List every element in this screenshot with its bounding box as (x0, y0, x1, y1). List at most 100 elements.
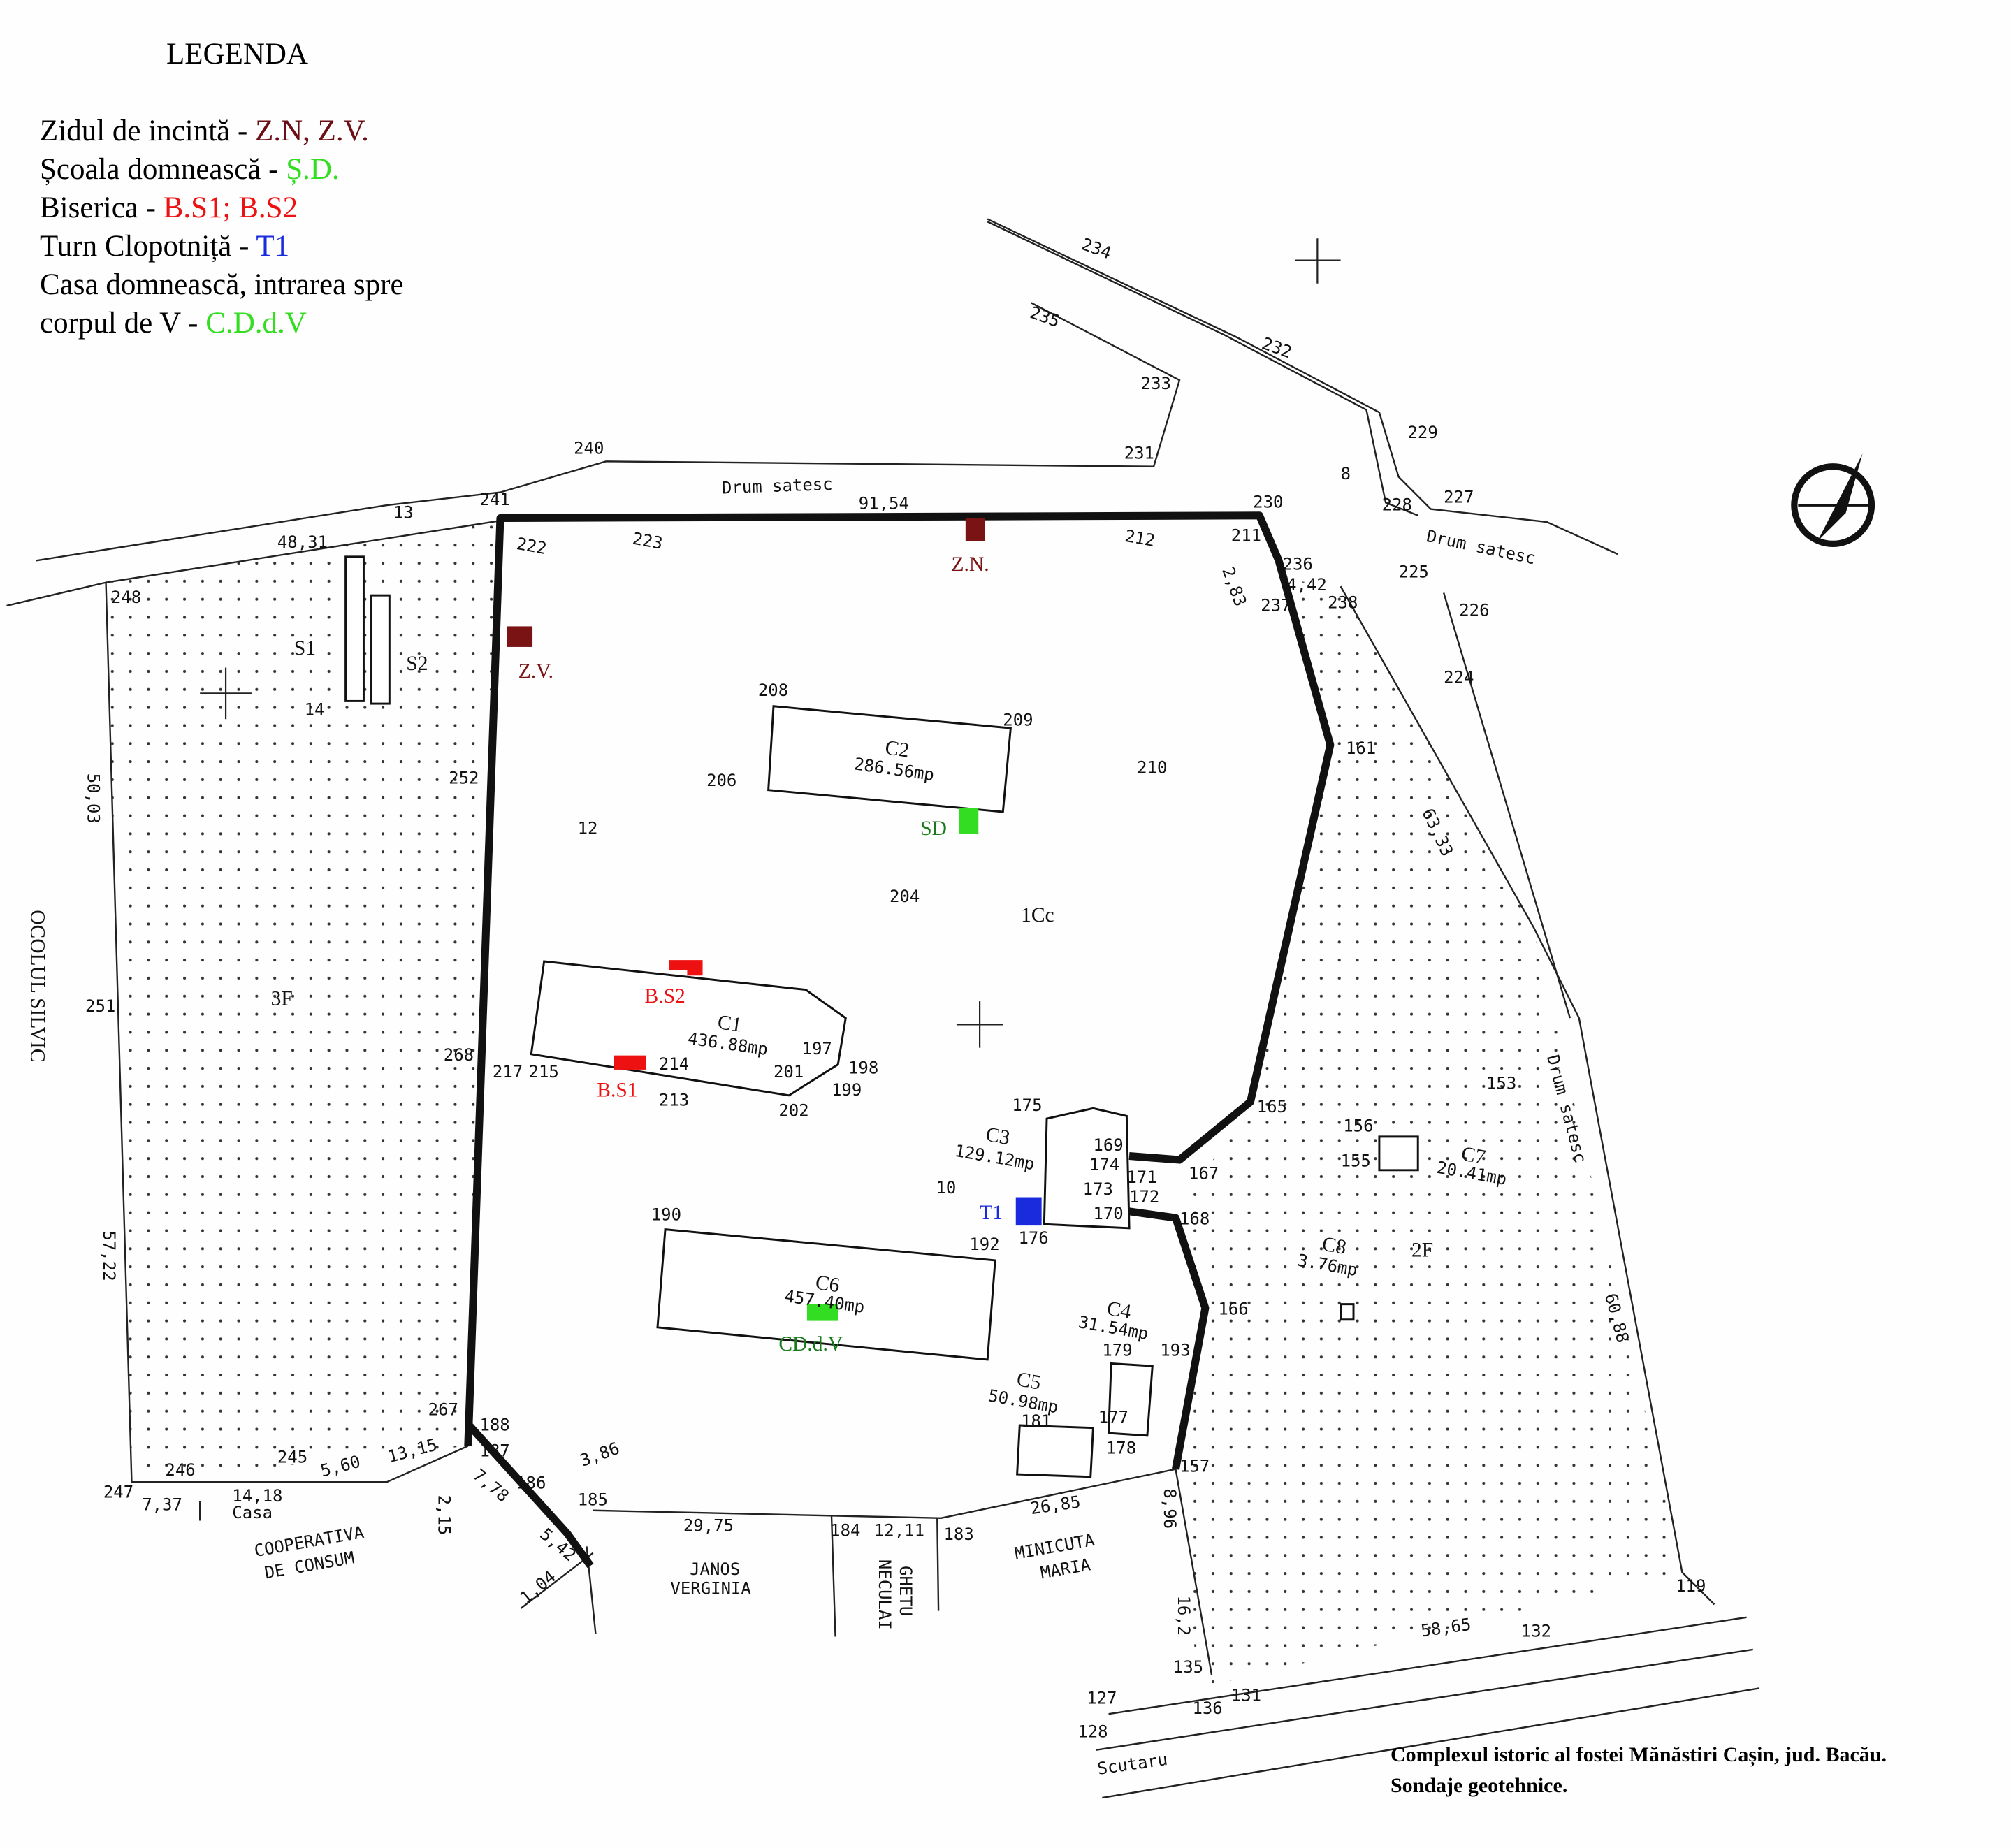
point-label: 252 (449, 768, 479, 787)
point-label: 184 (830, 1521, 860, 1541)
point-label: 10 (936, 1178, 956, 1198)
building-s2 (370, 594, 391, 705)
point-label: 268 (444, 1045, 474, 1065)
point-label: 132 (1521, 1622, 1551, 1641)
ghetu-label: GHETU (896, 1566, 915, 1616)
c5-label: C5 (1015, 1368, 1043, 1394)
legend-code: Z.N, Z.V. (255, 115, 369, 147)
point-label: 198 (848, 1058, 878, 1077)
dimension-label: 2,83 (1218, 565, 1250, 609)
point-label: 131 (1231, 1686, 1261, 1705)
point-label: 197 (802, 1039, 832, 1058)
c4-label: C4 (1105, 1297, 1133, 1324)
marker-bs1-label: B.S1 (597, 1079, 637, 1102)
point-label: 179 (1102, 1340, 1132, 1360)
dimension-label: 91,54 (859, 494, 909, 514)
legend-code: Ș.D. (286, 153, 340, 186)
building-c3 (1043, 1107, 1131, 1230)
point-label: 214 (659, 1054, 689, 1074)
point-label: 223 (631, 529, 665, 553)
legend-item-church: Biserica - B.S1; B.S2 (40, 189, 404, 227)
point-label: 185 (578, 1490, 608, 1509)
point-label: 193 (1160, 1340, 1190, 1360)
dimension-label: 12,11 (874, 1521, 924, 1541)
marker-zv-label: Z.V. (518, 660, 553, 683)
ocolul-silvic-label: OCOLUL SILVIC (27, 910, 49, 1062)
casa-label: Casa (232, 1503, 273, 1522)
dimension-label: 8,96 (1160, 1488, 1179, 1529)
zone-2f-area (1175, 580, 1683, 1689)
point-label: 238 (1328, 593, 1358, 613)
zone-3f-area (106, 521, 500, 1483)
point-label: 204 (890, 887, 920, 906)
point-label: 237 (1261, 595, 1291, 615)
point-label: 227 (1444, 487, 1474, 507)
marker-cddv-label: CD.d.V (778, 1333, 843, 1355)
point-label: 190 (651, 1205, 681, 1225)
point-label: 127 (1087, 1688, 1117, 1708)
marker-t1-label: T1 (980, 1202, 1003, 1224)
legend: LEGENDA Zidul de incintă - Z.N, Z.V. Șco… (40, 35, 404, 342)
legend-item-house: Casa domnească, intrarea spre (40, 265, 404, 304)
caption-line-2: Sondaje geotehnice. (1391, 1774, 1568, 1797)
s1-label: S1 (294, 637, 316, 660)
point-label: 12 (578, 818, 598, 838)
grid-crosses (200, 238, 1341, 1048)
point-label: 183 (943, 1525, 973, 1544)
point-label: 202 (778, 1100, 808, 1120)
point-label: 208 (758, 681, 788, 700)
building-s1 (344, 555, 365, 702)
verginia-label: VERGINIA (670, 1579, 750, 1599)
c8-label: C8 (1321, 1233, 1348, 1259)
dimension-label: 7,37 (142, 1495, 182, 1515)
legend-text: Școala domnească - (40, 153, 286, 186)
building-c4 (1108, 1362, 1154, 1437)
marker-zn[interactable] (965, 518, 985, 541)
marker-zn-label: Z.N. (952, 553, 989, 576)
point-label: 251 (85, 996, 115, 1016)
dimension-label: 29,75 (683, 1515, 734, 1535)
point-label: 172 (1129, 1187, 1159, 1207)
marker-sd[interactable] (959, 808, 979, 834)
point-label: 136 (1192, 1698, 1222, 1718)
marker-bs2[interactable] (669, 960, 703, 976)
buildings (344, 555, 1419, 1478)
marker-zv[interactable] (507, 626, 533, 647)
point-label: 234 (1079, 234, 1114, 263)
map-caption: Complexul istoric al fostei Mănăstiri Ca… (1391, 1740, 1887, 1801)
point-label: 215 (529, 1062, 559, 1082)
marker-t1[interactable] (1015, 1197, 1042, 1226)
c2-label: C2 (884, 736, 911, 762)
point-label: 228 (1382, 495, 1412, 514)
point-label: 233 (1141, 374, 1171, 393)
point-label: 212 (1124, 526, 1157, 551)
point-label: 192 (969, 1235, 999, 1254)
building-c8 (1340, 1303, 1355, 1321)
point-label: 229 (1407, 423, 1437, 442)
point-label: 236 (1283, 554, 1313, 574)
point-label: 210 (1137, 758, 1167, 778)
building-c5 (1016, 1424, 1094, 1478)
marker-bs1[interactable] (614, 1055, 646, 1070)
point-label: 170 (1093, 1204, 1123, 1223)
point-label: 213 (659, 1091, 689, 1110)
legend-title: LEGENDA (166, 38, 309, 71)
point-label: 177 (1098, 1407, 1128, 1427)
building-c6 (656, 1228, 996, 1361)
point-label: 217 (493, 1062, 523, 1082)
legend-text: Turn Clopotniță - (40, 230, 256, 263)
point-label: 14 (305, 700, 325, 720)
property-lines (6, 218, 1760, 1799)
point-label: 167 (1189, 1164, 1219, 1184)
point-label: 201 (774, 1062, 804, 1082)
legend-text: Biserica - (40, 191, 164, 224)
point-label: 187 (479, 1441, 509, 1460)
point-label: 178 (1106, 1439, 1136, 1458)
marker-cddv[interactable] (806, 1304, 838, 1321)
janos-label: JANOS (690, 1559, 740, 1579)
legend-text: Zidul de incintă - (40, 115, 256, 147)
point-label: 222 (515, 534, 549, 558)
point-label: 248 (111, 588, 141, 607)
